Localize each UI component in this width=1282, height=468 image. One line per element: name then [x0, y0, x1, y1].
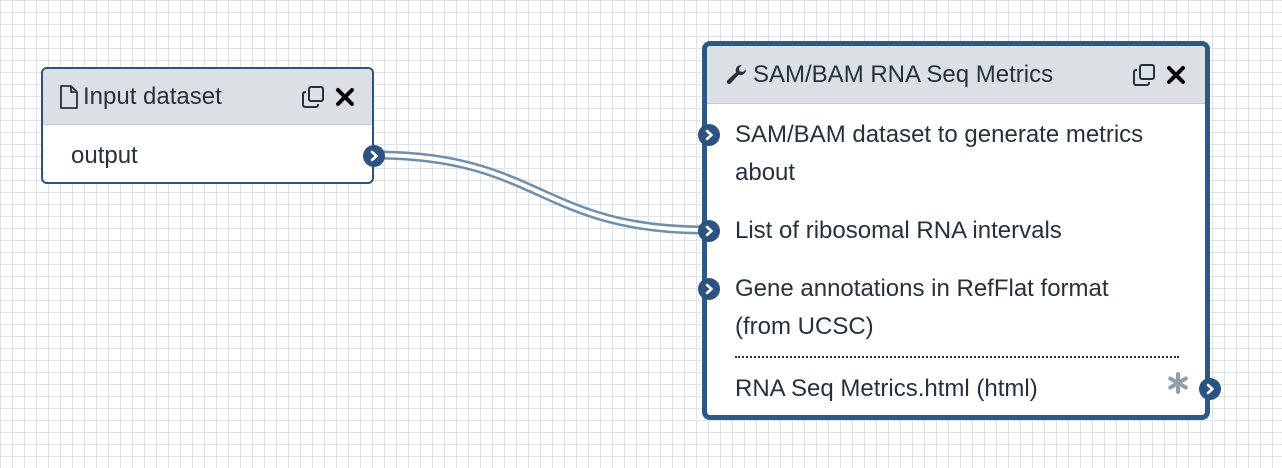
input-terminal-alignment[interactable]: [698, 124, 720, 146]
input-row-gene-annotations: Gene annotations in RefFlat format (from…: [698, 270, 1205, 346]
asterisk-icon[interactable]: [1167, 372, 1189, 394]
clone-icon: [1132, 63, 1156, 87]
file-icon: [59, 84, 79, 109]
input-row-ribosomal-intervals: List of ribosomal RNA intervals: [698, 212, 1205, 250]
output-terminal[interactable]: [363, 145, 385, 167]
input-node-title: Input dataset: [83, 82, 222, 110]
inputs-outputs-divider: [735, 356, 1179, 358]
output-label: output: [71, 142, 138, 169]
tool-node-title: SAM/BAM RNA Seq Metrics: [753, 60, 1054, 88]
chevron-right-icon: [703, 225, 715, 237]
tool-node-header[interactable]: SAM/BAM RNA Seq Metrics: [707, 46, 1205, 104]
output-row: output: [43, 125, 385, 183]
input-label: SAM/BAM dataset to generate metrics abou…: [735, 121, 1144, 186]
input-terminal-ribosomal-intervals[interactable]: [698, 220, 720, 242]
input-label: Gene annotations in RefFlat format (from…: [735, 275, 1109, 340]
output-label: RNA Seq Metrics.html (html): [735, 375, 1038, 402]
close-icon: [335, 87, 355, 107]
chevron-right-icon: [703, 129, 715, 141]
remove-node-button[interactable]: [332, 84, 358, 110]
input-node-header[interactable]: Input dataset: [43, 69, 372, 125]
remove-node-button[interactable]: [1163, 62, 1189, 88]
chevron-right-icon: [368, 150, 380, 162]
input-row-alignment: SAM/BAM dataset to generate metrics abou…: [698, 116, 1205, 192]
clone-icon: [301, 85, 325, 109]
clone-node-button[interactable]: [1131, 62, 1157, 88]
input-dataset-node[interactable]: Input dataset output: [41, 67, 385, 184]
chevron-right-icon: [1204, 383, 1216, 395]
chevron-right-icon: [703, 283, 715, 295]
wrench-icon: [725, 63, 749, 87]
close-icon: [1166, 65, 1186, 85]
tool-node[interactable]: SAM/BAM RNA Seq Metrics: [698, 41, 1221, 420]
clone-node-button[interactable]: [300, 84, 326, 110]
input-label: List of ribosomal RNA intervals: [735, 217, 1062, 244]
output-row: RNA Seq Metrics.html (html): [707, 358, 1221, 408]
output-terminal[interactable]: [1199, 378, 1221, 400]
input-terminal-gene-annotations[interactable]: [698, 278, 720, 300]
